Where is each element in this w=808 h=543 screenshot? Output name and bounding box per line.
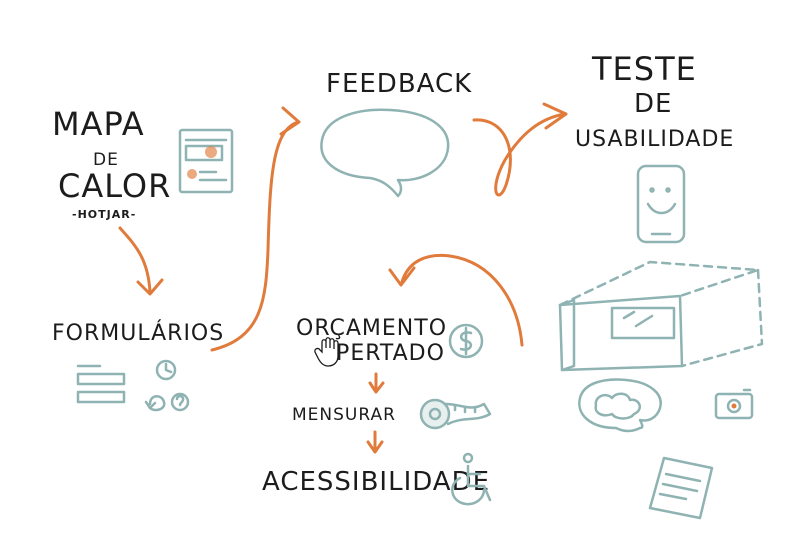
arrow-usability-to-budget xyxy=(400,253,524,347)
lab-room-icon xyxy=(558,260,764,372)
chat-bubble-icon xyxy=(578,378,662,433)
arrow-forms-to-feedback xyxy=(210,120,300,352)
heatmap-label-line3: CALOR xyxy=(58,167,171,205)
usability-label-line2: DE xyxy=(634,89,672,119)
arrow-measure-to-accessibility-head xyxy=(366,440,384,454)
arrow-heatmap-to-forms xyxy=(118,226,152,294)
document-icon xyxy=(648,456,714,520)
budget-label-line1: ORÇAMENTO xyxy=(296,316,447,341)
forms-label: FORMULÁRIOS xyxy=(52,320,224,346)
budget-label-line2: APERTADO xyxy=(320,341,445,366)
speech-bubble-icon xyxy=(320,108,450,198)
arrow-forms-to-feedback-head xyxy=(279,106,301,136)
heatmap-page-icon xyxy=(178,128,234,194)
smartphone-icon xyxy=(636,164,686,244)
tape-measure-icon xyxy=(419,398,492,430)
heatmap-tool-label: -HOTJAR- xyxy=(72,208,136,221)
usability-label-line3: USABILIDADE xyxy=(575,127,734,152)
measure-label: MENSURAR xyxy=(292,405,396,425)
arrow-heatmap-to-forms-head xyxy=(136,278,164,296)
camera-icon xyxy=(714,388,754,420)
heatmap-label-line1: MAPA xyxy=(52,105,145,143)
hand-cursor-icon xyxy=(314,337,339,367)
arrow-feedback-to-usability xyxy=(472,112,567,197)
arrow-usability-to-budget-head xyxy=(388,266,416,287)
heatmap-label-line2: DE xyxy=(93,150,119,170)
help-icon xyxy=(170,392,190,412)
arrow-feedback-to-usability-head xyxy=(542,102,568,130)
feedback-label: FEEDBACK xyxy=(326,69,472,99)
usability-label-line1: TESTE xyxy=(591,50,697,88)
clock-icon xyxy=(155,359,177,381)
wheelchair-icon xyxy=(451,452,492,506)
coin-icon xyxy=(448,323,484,359)
undo-icon xyxy=(144,395,166,412)
form-fields-icon xyxy=(76,364,126,404)
arrow-budget-to-measure-head xyxy=(368,381,385,394)
